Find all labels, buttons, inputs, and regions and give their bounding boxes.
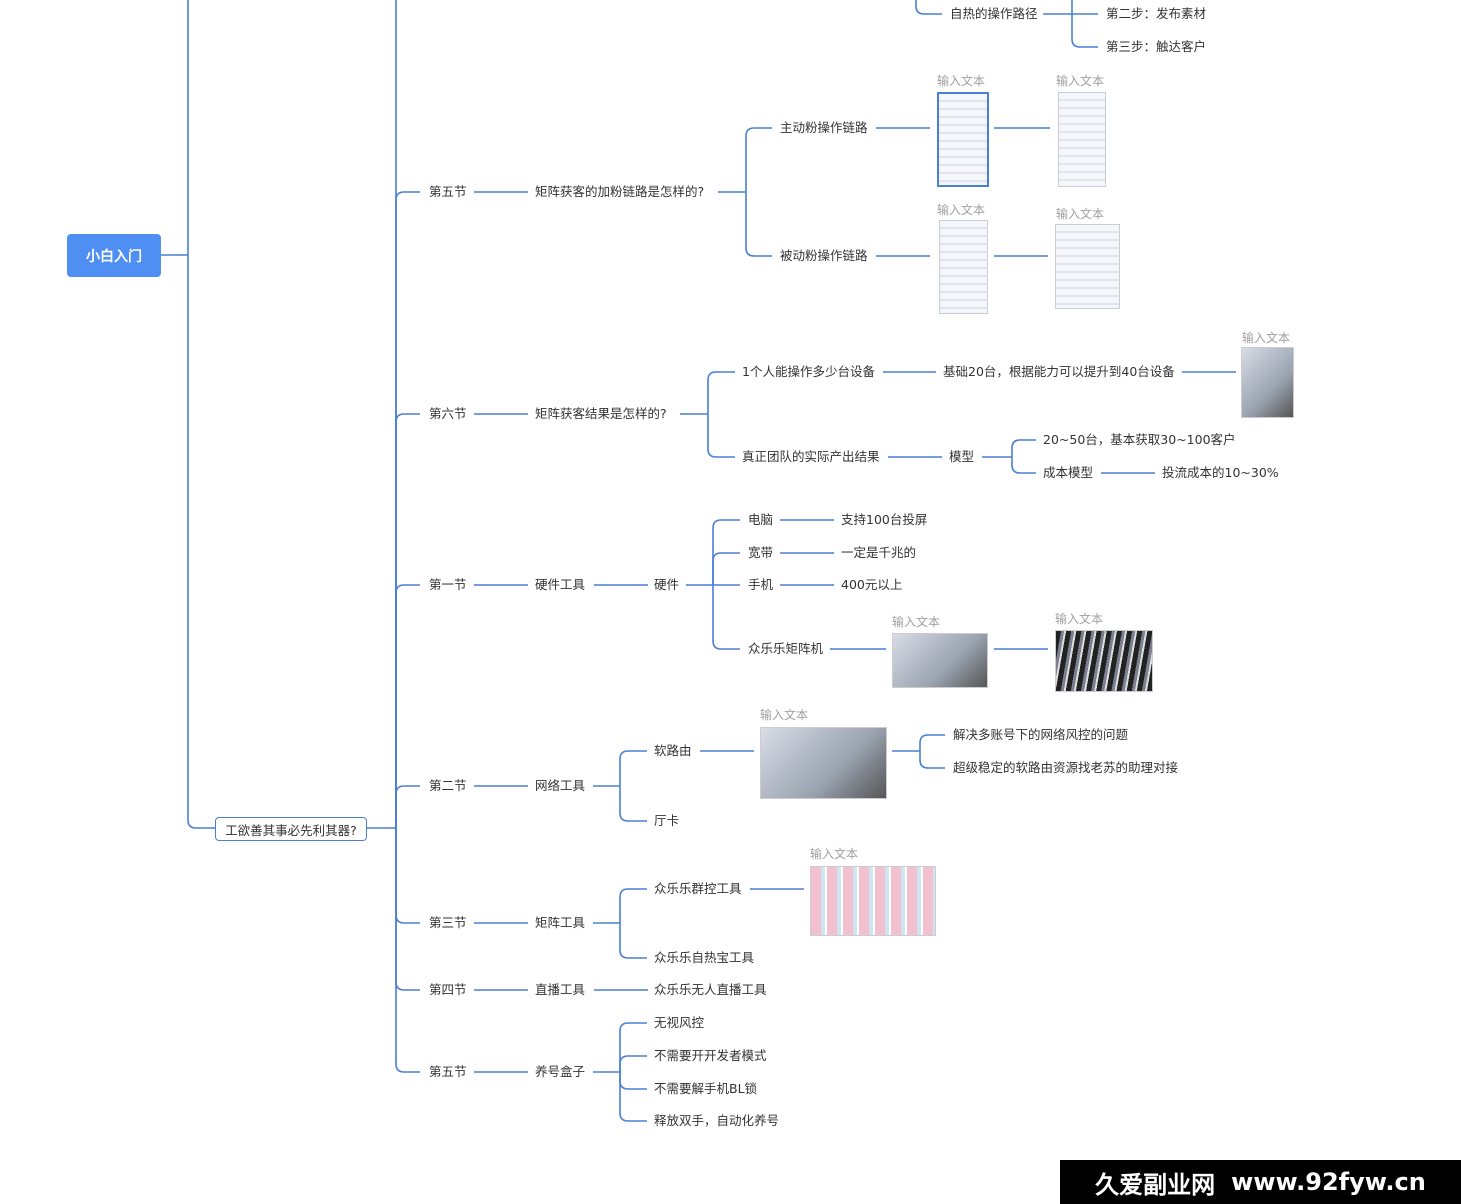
- image-caption: 输入文本: [810, 847, 859, 861]
- photo-image[interactable]: [760, 727, 887, 799]
- node-devices-question[interactable]: 1个人能操作多少台设备: [742, 364, 875, 379]
- node-passive-fans[interactable]: 被动粉操作链路: [780, 248, 868, 263]
- connector-line: [712, 519, 740, 585]
- connector-line: [919, 734, 945, 751]
- image-caption: 输入文本: [937, 74, 986, 88]
- screenshot-image[interactable]: [810, 866, 936, 936]
- connector-line: [619, 888, 647, 923]
- node-router-answer2[interactable]: 超级稳定的软路由资源找老苏的助理对接: [953, 760, 1179, 775]
- photo-image[interactable]: [1241, 347, 1294, 418]
- node-matrix-tools[interactable]: 矩阵工具: [535, 915, 586, 930]
- node-hardware-tools[interactable]: 硬件工具: [535, 577, 586, 592]
- node-cost-model[interactable]: 成本模型: [1043, 465, 1094, 480]
- node-account-box[interactable]: 养号盒子: [535, 1064, 586, 1079]
- connector-line: [1011, 439, 1036, 457]
- screenshot-image[interactable]: [1058, 92, 1106, 187]
- connector-line: [619, 1022, 647, 1072]
- node-pc-answer[interactable]: 支持100台投屏: [841, 512, 928, 527]
- node-result-question[interactable]: 矩阵获客结果是怎样的?: [535, 406, 667, 421]
- screenshot-image[interactable]: [939, 220, 988, 314]
- node-pc[interactable]: 电脑: [748, 512, 774, 527]
- connector-line: [707, 371, 735, 414]
- node-broadband[interactable]: 宽带: [748, 545, 774, 560]
- image-caption: 输入文本: [760, 708, 809, 722]
- node-model-answer[interactable]: 20~50台，基本获取30~100客户: [1043, 432, 1236, 447]
- root-node[interactable]: 小白入门: [67, 234, 161, 277]
- node-zire-path[interactable]: 自热的操作路径: [950, 6, 1038, 21]
- node-active-fans[interactable]: 主动粉操作链路: [780, 120, 868, 135]
- node-phone-answer[interactable]: 400元以上: [841, 577, 903, 592]
- connector-line: [395, 828, 420, 991]
- connector-line: [619, 1072, 647, 1090]
- node-live[interactable]: 众乐乐无人直播工具: [654, 982, 767, 997]
- node-network-tools[interactable]: 网络工具: [535, 778, 586, 793]
- node-box-feature[interactable]: 释放双手，自动化养号: [654, 1113, 780, 1128]
- node-box-feature[interactable]: 不需要开开发者模式: [654, 1048, 767, 1063]
- node-phone[interactable]: 手机: [748, 577, 774, 592]
- node-box-feature[interactable]: 无视风控: [654, 1015, 705, 1030]
- node-step2[interactable]: 第二步：发布素材: [1106, 6, 1207, 21]
- node-fans-chain-question[interactable]: 矩阵获客的加粉链路是怎样的?: [535, 184, 705, 199]
- node-tools-section5[interactable]: 第五节: [429, 1064, 467, 1079]
- connector-line: [619, 750, 647, 786]
- connector-line: [619, 1055, 647, 1072]
- node-model[interactable]: 模型: [949, 449, 975, 464]
- connector-line: [712, 585, 740, 650]
- connector-line: [1071, 0, 1073, 14]
- node-hardware[interactable]: 硬件: [654, 577, 680, 592]
- connector-line: [1071, 14, 1098, 48]
- connector-line: [712, 552, 740, 585]
- node-tools-section3[interactable]: 第三节: [429, 915, 467, 930]
- connector-line: [395, 828, 420, 924]
- connector-line: [619, 923, 647, 959]
- branch-tools-node[interactable]: 工欲善其事必先利其器?: [215, 817, 367, 841]
- connector-line: [395, 191, 420, 828]
- image-caption: 输入文本: [937, 203, 986, 217]
- connector-line: [187, 255, 215, 829]
- connector-line: [395, 413, 420, 828]
- connector-line: [187, 0, 189, 255]
- watermark-name: 久爱副业网: [1095, 1170, 1216, 1199]
- connector-line: [919, 751, 945, 769]
- connector-line: [745, 127, 772, 192]
- image-caption: 输入文本: [1055, 612, 1104, 626]
- node-soft-router[interactable]: 软路由: [654, 743, 692, 758]
- image-caption: 输入文本: [892, 615, 941, 629]
- screenshot-image[interactable]: [937, 92, 989, 187]
- node-broadband-answer[interactable]: 一定是千兆的: [841, 545, 917, 560]
- connector-line: [745, 192, 772, 257]
- connector-line: [395, 584, 420, 828]
- watermark: 久爱副业网 www.92fyw.cn: [1060, 1160, 1461, 1204]
- connector-line: [915, 0, 942, 15]
- node-team-output[interactable]: 真正团队的实际产出结果: [742, 449, 880, 464]
- connector-line: [395, 828, 420, 1073]
- image-caption: 输入文本: [1056, 207, 1105, 221]
- node-live-tools[interactable]: 直播工具: [535, 982, 586, 997]
- node-cost-answer[interactable]: 投流成本的10~30%: [1162, 465, 1279, 480]
- connector-line: [1011, 457, 1036, 474]
- image-caption: 输入文本: [1056, 74, 1105, 88]
- image-caption: 输入文本: [1242, 331, 1291, 345]
- node-tools-section2[interactable]: 第二节: [429, 778, 467, 793]
- node-card[interactable]: 厅卡: [654, 813, 680, 828]
- node-devices-answer[interactable]: 基础20台，根据能力可以提升到40台设备: [943, 364, 1175, 379]
- node-tools-section1[interactable]: 第一节: [429, 577, 467, 592]
- node-step3[interactable]: 第三步：触达客户: [1106, 39, 1207, 54]
- connector-line: [619, 1072, 647, 1122]
- node-box-feature[interactable]: 不需要解手机BL锁: [654, 1081, 758, 1096]
- watermark-url: www.92fyw.cn: [1231, 1168, 1426, 1196]
- connector-line: [707, 414, 735, 458]
- node-matrix-machine[interactable]: 众乐乐矩阵机: [748, 641, 824, 656]
- connector-line: [395, 785, 420, 828]
- connector-line: [619, 786, 647, 822]
- node-section6[interactable]: 第六节: [429, 406, 467, 421]
- screenshot-image[interactable]: [1055, 224, 1120, 309]
- node-group-control[interactable]: 众乐乐群控工具: [654, 881, 742, 896]
- node-router-answer1[interactable]: 解决多账号下的网络风控的问题: [953, 727, 1129, 742]
- photo-image[interactable]: [1055, 630, 1153, 692]
- photo-image[interactable]: [892, 633, 988, 688]
- node-self-heat[interactable]: 众乐乐自热宝工具: [654, 950, 755, 965]
- node-tools-section4[interactable]: 第四节: [429, 982, 467, 997]
- node-section5[interactable]: 第五节: [429, 184, 467, 199]
